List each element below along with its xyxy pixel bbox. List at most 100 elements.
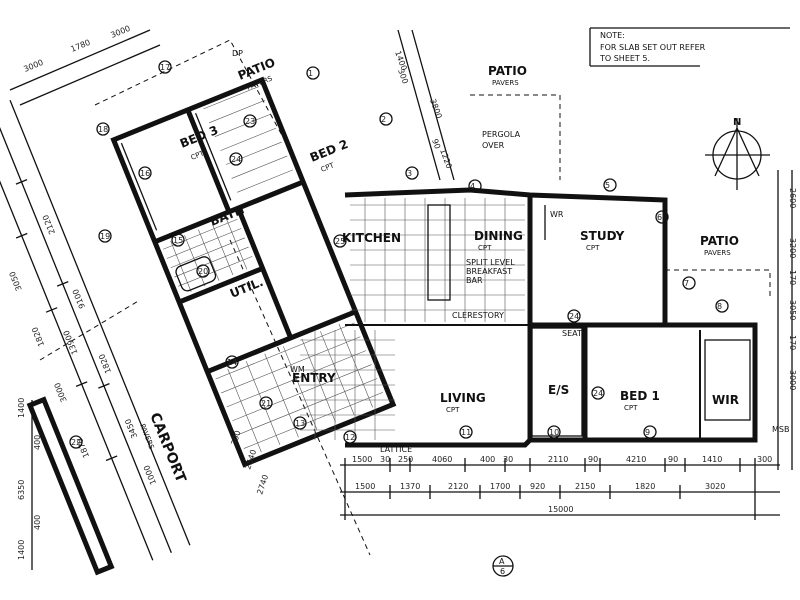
dim-row2-6: 1820 bbox=[635, 482, 655, 491]
bed1-sub: CPT bbox=[624, 404, 638, 412]
dim-right-5: 3000 bbox=[788, 370, 797, 390]
left-dimension-strings: 300 1700 3050 1820 3000 1870 13900 2120 … bbox=[0, 100, 191, 561]
patio-n-sub: PAVERS bbox=[492, 79, 519, 87]
marker-11: 11 bbox=[461, 428, 471, 437]
patio-n-label: PATIO bbox=[488, 64, 527, 78]
marker-circles: 23 24 24 24 25 17 16 15 14 13 12 11 10 9… bbox=[69, 60, 729, 449]
dim-row2-2: 2120 bbox=[448, 482, 468, 491]
living-sub: CPT bbox=[446, 406, 460, 414]
dim-carport-2: 6350 bbox=[17, 480, 26, 500]
dim-row1-1: 30 bbox=[380, 455, 390, 464]
dim-left-top-1: 1780 bbox=[69, 38, 91, 54]
dim-carport-4: 1400 bbox=[17, 540, 26, 560]
marker-12: 10 bbox=[549, 428, 559, 437]
dim-row1-8: 4210 bbox=[626, 455, 646, 464]
dim-left-side-9: 1820 bbox=[97, 352, 113, 374]
note-line-2: TO SHEET 5. bbox=[599, 54, 650, 63]
marker-8: 14 bbox=[227, 358, 237, 367]
breakfast-note-1: SPLIT LEVEL bbox=[466, 258, 515, 267]
dim-left-side-2: 3050 bbox=[8, 270, 24, 292]
marker-15: 7 bbox=[684, 279, 689, 288]
marker-18: 4 bbox=[470, 182, 475, 191]
dining-sub: CPT bbox=[478, 244, 492, 252]
dim-bottom-mid-2: 2740 bbox=[255, 473, 270, 495]
dim-left-top-2: 3000 bbox=[109, 24, 131, 40]
dim-left-side-4: 3000 bbox=[53, 381, 69, 403]
bed2-label: BED 2 bbox=[308, 137, 350, 165]
dim-top-mid-1: 300 bbox=[396, 68, 410, 85]
dim-row1-9: 90 bbox=[668, 455, 678, 464]
bottom-mid-dimension-strings: 300 2540 2740 bbox=[229, 429, 270, 495]
dim-row1-3: 4060 bbox=[432, 455, 452, 464]
dim-left-side-11: 1000 bbox=[142, 464, 158, 486]
marker-25: 21 bbox=[261, 399, 271, 408]
dim-row1-11: 300 bbox=[757, 455, 772, 464]
dim-right-3: 3050 bbox=[788, 300, 797, 320]
carport-dimension-strings: 1400 400 6350 400 1400 bbox=[17, 398, 42, 570]
dim-row2-0: 1500 bbox=[355, 482, 375, 491]
dim-carport-1: 400 bbox=[33, 435, 42, 450]
dim-row-2: 1500 1370 2120 1700 920 2150 1820 3020 bbox=[355, 482, 725, 491]
marker-9: 13 bbox=[295, 419, 305, 428]
breakfast-note-3: BAR bbox=[466, 276, 483, 285]
dim-left-side-8: 9100 bbox=[71, 288, 87, 310]
dim-left-top-0: 3000 bbox=[22, 58, 44, 74]
entry-label: ENTRY bbox=[292, 371, 336, 385]
patio-e-label: PATIO bbox=[700, 234, 739, 248]
marker-7: 15 bbox=[173, 236, 183, 245]
bottom-dimension-strings bbox=[340, 458, 780, 520]
dining-label: DINING bbox=[474, 229, 523, 243]
dim-row2-4: 920 bbox=[530, 482, 545, 491]
msb-note: MSB bbox=[772, 425, 789, 434]
marker-22: 18 bbox=[98, 125, 108, 134]
dim-row2-3: 1700 bbox=[490, 482, 510, 491]
pergola-line-1: PERGOLA bbox=[482, 130, 521, 139]
patio-e-sub: PAVERS bbox=[704, 249, 731, 257]
marker-10: 12 bbox=[345, 433, 355, 442]
section-marker-sheet: 6 bbox=[500, 567, 505, 576]
section-marker-letter: A bbox=[499, 557, 505, 566]
dim-top-mid-3: 90 bbox=[430, 138, 442, 151]
marker-21: 1 bbox=[308, 69, 313, 78]
dim-row1-7: 90 bbox=[588, 455, 598, 464]
carport-structure bbox=[26, 396, 115, 576]
breakfast-note-2: BREAKFAST bbox=[466, 267, 512, 276]
marker-1: 24 bbox=[231, 155, 241, 164]
dim-row2-1: 1370 bbox=[400, 482, 420, 491]
dim-row1-6: 2110 bbox=[548, 455, 568, 464]
north-arrow-icon: N bbox=[705, 117, 770, 190]
dim-bottom-mid-0: 300 bbox=[229, 429, 242, 446]
dim-right-0: 2600 bbox=[788, 188, 797, 208]
marker-13: 9 bbox=[645, 428, 650, 437]
study-sub: CPT bbox=[586, 244, 600, 252]
dim-row1-2: 250 bbox=[398, 455, 413, 464]
marker-14: 8 bbox=[717, 302, 722, 311]
dim-row2-5: 2150 bbox=[575, 482, 595, 491]
marker-23: 19 bbox=[100, 232, 110, 241]
note-heading: NOTE: bbox=[600, 31, 625, 40]
dp-note: DP bbox=[232, 49, 243, 58]
top-mid-dimension-strings: 1400 300 3800 90 1220 bbox=[393, 29, 455, 181]
dim-row2-7: 3020 bbox=[705, 482, 725, 491]
note-line-1: FOR SLAB SET OUT REFER bbox=[600, 43, 706, 52]
marker-3: 24 bbox=[593, 389, 603, 398]
dim-right-2: 170 bbox=[788, 270, 797, 285]
seat-note: SEAT bbox=[562, 329, 582, 338]
dim-row1-4: 400 bbox=[480, 455, 495, 464]
bed1-label: BED 1 bbox=[620, 389, 660, 403]
bed2-sub: CPT bbox=[320, 161, 336, 174]
dim-right-1: 3200 bbox=[788, 238, 797, 258]
marker-20: 2 bbox=[381, 115, 386, 124]
dim-carport-0: 1400 bbox=[17, 398, 26, 418]
dim-left-side-7: 2120 bbox=[41, 213, 57, 235]
kitchen-label: KITCHEN bbox=[342, 231, 401, 245]
marker-0: 23 bbox=[245, 117, 255, 126]
dim-top-mid-4: 1220 bbox=[438, 148, 453, 170]
dim-row-1: 1500 30 250 4060 400 30 2110 90 4210 90 … bbox=[352, 455, 772, 464]
clerestory-note: CLERESTORY bbox=[452, 311, 504, 320]
dim-left-side-3: 1820 bbox=[30, 326, 46, 348]
marker-5: 17 bbox=[160, 63, 170, 72]
living-label: LIVING bbox=[440, 391, 486, 405]
